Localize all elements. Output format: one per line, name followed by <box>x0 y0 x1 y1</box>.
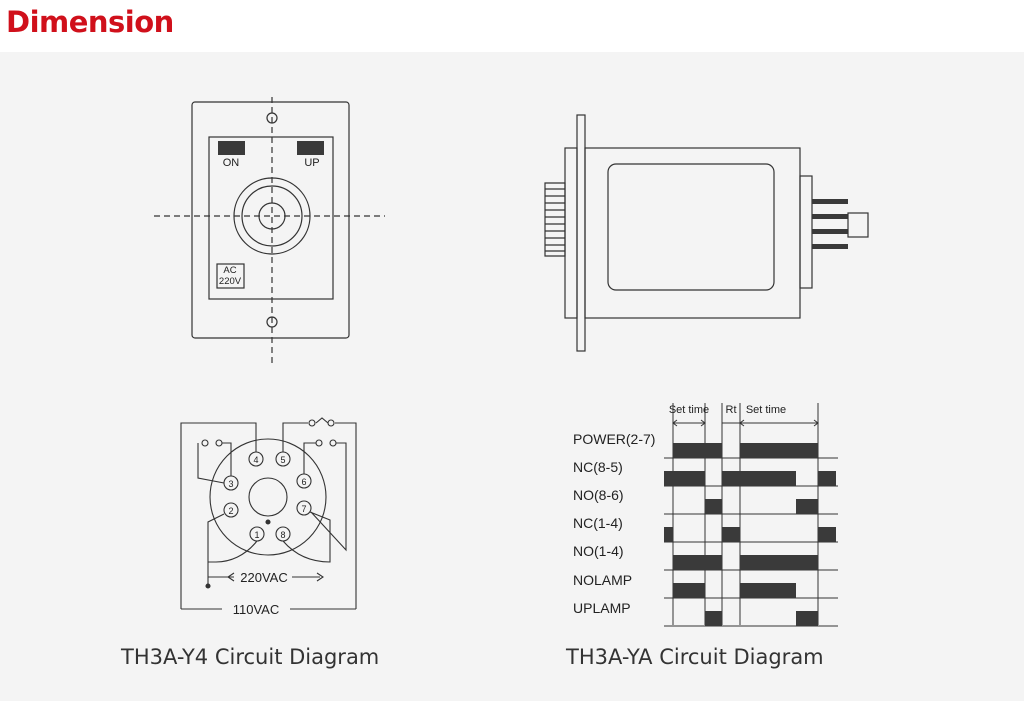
set-time-header-1: Set time <box>669 404 709 416</box>
row-label-nolamp: NOLAMP <box>573 572 632 588</box>
row-label-power: POWER(2-7) <box>573 431 655 447</box>
diagram-panel <box>0 52 1024 701</box>
pin-4: 4 <box>253 455 258 465</box>
row-label-nc-1-4: NC(1-4) <box>573 515 623 531</box>
pin-7: 7 <box>301 504 306 514</box>
ac-label: AC <box>223 265 236 276</box>
ya-timing <box>664 403 838 627</box>
y4-circuit <box>180 417 357 610</box>
voltage-220-label: 220VAC <box>240 570 287 585</box>
page-title: Dimension <box>6 5 174 39</box>
row-label-nc-8-5: NC(8-5) <box>573 459 623 475</box>
pin-6: 6 <box>301 477 306 487</box>
voltage-110-label: 110VAC <box>233 602 280 617</box>
on-label: ON <box>223 157 240 169</box>
pin-3: 3 <box>228 479 233 489</box>
up-label: UP <box>304 157 319 169</box>
y4-caption: TH3A-Y4 Circuit Diagram <box>121 645 380 669</box>
pin-8: 8 <box>280 530 285 540</box>
ya-caption: TH3A-YA Circuit Diagram <box>566 645 824 669</box>
row-label-no-1-4: NO(1-4) <box>573 543 624 559</box>
pin-5: 5 <box>280 455 285 465</box>
front-view <box>154 97 385 366</box>
rt-header: Rt <box>726 404 737 416</box>
set-time-header-2: Set time <box>746 404 786 416</box>
side-view <box>544 114 869 352</box>
row-label-no-8-6: NO(8-6) <box>573 487 624 503</box>
row-label-uplamp: UPLAMP <box>573 600 631 616</box>
voltage-label: 220V <box>219 276 242 287</box>
pin-2: 2 <box>228 506 233 516</box>
pin-1: 1 <box>254 530 259 540</box>
